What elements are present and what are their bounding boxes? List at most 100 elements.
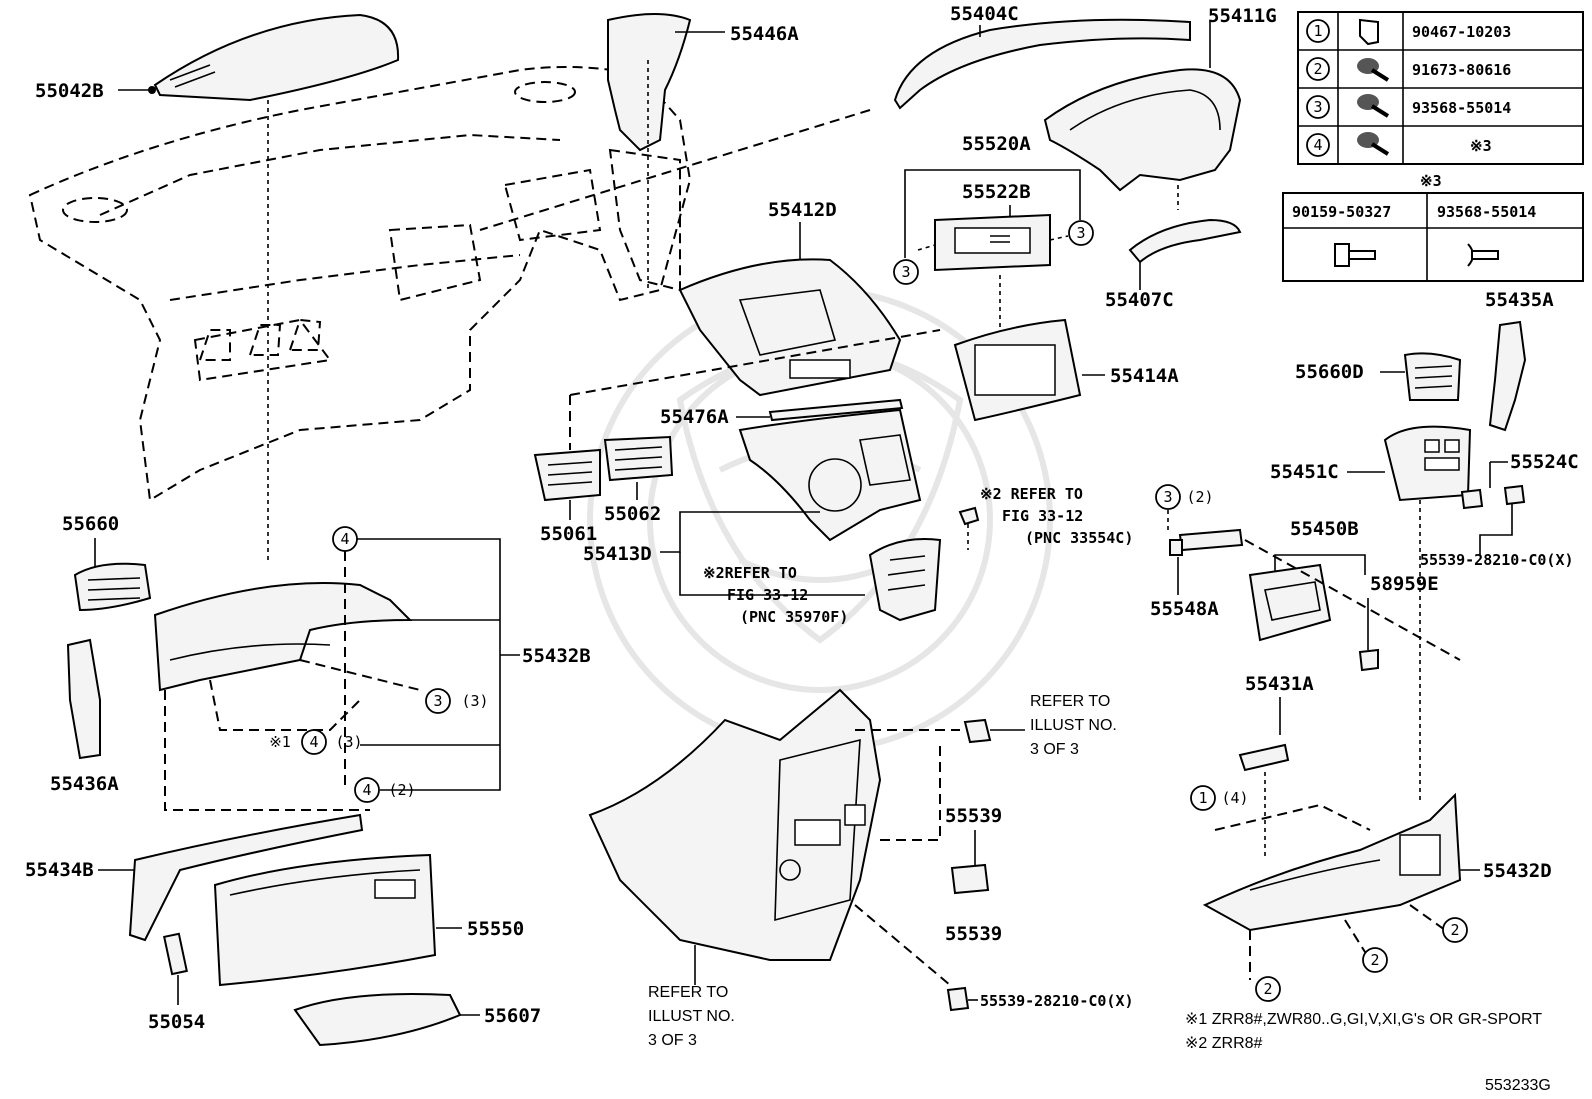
- callout-3-right-text: 3: [1076, 224, 1085, 242]
- callout-4-bottom-text: 4: [362, 781, 371, 799]
- ref4-line3: 3 OF 3: [648, 1032, 697, 1049]
- ref1-line2: FIG 33-12: [1002, 507, 1083, 525]
- callout-4-bottom-qty: (2): [388, 781, 415, 799]
- label-55414a: 55414A: [1110, 365, 1179, 387]
- part-55524c: [1460, 462, 1526, 555]
- callout-2-c: [1442, 917, 1468, 943]
- callout-3-lower-qty: (3): [461, 692, 488, 710]
- callout-4-bottom: [354, 777, 380, 803]
- table-row3-num: 3: [1313, 98, 1322, 116]
- note3-title: ※3: [1420, 172, 1442, 190]
- label-55061: 55061: [540, 523, 597, 545]
- part-center-console: [588, 688, 882, 985]
- label-55539x-bottom: 55539-28210-C0(X): [980, 992, 1134, 1010]
- part-55522b-display: [934, 213, 1051, 272]
- fastener-table: 1 2 3 4 90467-10203 91673-80616 93568-55…: [1297, 11, 1584, 165]
- label-55446a: 55446A: [730, 23, 799, 45]
- leader-console-sw: [880, 740, 941, 841]
- label-55435a: 55435A: [1485, 289, 1554, 311]
- label-55548a: 55548A: [1150, 598, 1219, 620]
- callout-2-b-text: 2: [1370, 951, 1379, 969]
- label-55539-bottom: 55539: [945, 923, 1002, 945]
- table-row1-part: 90467-10203: [1412, 23, 1511, 41]
- label-55411g: 55411G: [1208, 5, 1277, 27]
- part-55431a: [1238, 743, 1290, 772]
- ref1-line1: ※2 REFER TO: [980, 485, 1083, 503]
- label-58959e: 58959E: [1370, 573, 1439, 595]
- label-55412d: 55412D: [768, 199, 837, 221]
- callout-3-lower: [425, 688, 451, 714]
- label-55062: 55062: [604, 503, 661, 525]
- leader-screw-l: [917, 244, 936, 251]
- part-55476a-strip: [768, 398, 904, 422]
- callout-4-mid-qty: (3): [335, 733, 362, 751]
- leader-55432d-top: [1214, 803, 1371, 831]
- part-console-clip: [963, 718, 1025, 744]
- callout-2-a: [1255, 976, 1281, 1002]
- part-55450b: [1248, 563, 1332, 642]
- footnote-1: ※1 ZRR8#,ZWR80..G,GI,V,XI,G's OR GR-SPOR…: [1185, 1011, 1542, 1028]
- leader-console-sw2: [854, 904, 951, 986]
- part-55550-glove-box: [213, 853, 462, 987]
- screw-icon: [1357, 132, 1390, 156]
- ref4-line1: REFER TO: [648, 984, 728, 1001]
- label-55413d: 55413D: [583, 543, 652, 565]
- ref2-line2: FIG 33-12: [727, 586, 808, 604]
- label-55607: 55607: [484, 1005, 541, 1027]
- ref3-line1: REFER TO: [1030, 693, 1110, 710]
- label-55432b: 55432B: [522, 645, 591, 667]
- label-55436a: 55436A: [50, 773, 119, 795]
- part-55061-vent: [533, 448, 601, 502]
- label-55539-top: 55539: [945, 805, 1002, 827]
- part-55054-damper: [163, 932, 188, 1005]
- ref2-line1: ※2REFER TO: [703, 564, 797, 582]
- ref2-line3: (PNC 35970F): [740, 608, 848, 626]
- callout-1-text: 1: [1198, 789, 1207, 807]
- part-55434b: [128, 813, 364, 942]
- part-55412d-center-panel: [678, 258, 902, 397]
- part-55404c-trim: [893, 18, 1191, 110]
- callout-3-right-group-text: 3: [1163, 488, 1172, 506]
- ref4-line2: ILLUST NO.: [648, 1008, 735, 1025]
- leader-55450b-diag: [1244, 539, 1461, 661]
- part-55411g-cluster-hood: [1043, 20, 1242, 192]
- table-row4-part: ※3: [1470, 137, 1492, 155]
- bracket-55432b: [357, 538, 501, 791]
- label-55434b: 55434B: [25, 859, 94, 881]
- leader-screw2-c: [1409, 904, 1446, 931]
- illustration-id: 553233G: [1485, 1077, 1551, 1094]
- clip-icon: [1359, 18, 1379, 46]
- part-55432b-lower-panel: [153, 582, 421, 731]
- label-55476a: 55476A: [660, 406, 729, 428]
- part-55660-vent: [73, 562, 152, 612]
- part-55436a: [66, 638, 101, 760]
- label-55451c: 55451C: [1270, 461, 1339, 483]
- part-55660d-vent: [1403, 352, 1462, 401]
- leader-screw-r: [1049, 235, 1069, 241]
- callout-2-c-text: 2: [1450, 921, 1459, 939]
- table-row1-num: 1: [1313, 22, 1322, 40]
- callout-3-left-text: 3: [901, 263, 910, 281]
- note3-table: ※3 90159-50327 93568-55014: [1282, 172, 1584, 282]
- callout-3-right-group: [1155, 484, 1181, 510]
- part-55539-x-bottom: [946, 986, 978, 1012]
- label-55042b: 55042B: [35, 80, 104, 102]
- table-row2-num: 2: [1313, 60, 1322, 78]
- part-58959e: [1358, 598, 1379, 672]
- part-shift-bezel: [868, 538, 942, 622]
- bracket-55450b: [1274, 554, 1366, 575]
- callout-3-lower-text: 3: [433, 692, 442, 710]
- leader-55404c: [479, 109, 871, 231]
- part-55539-switch: [950, 863, 990, 895]
- note3-col1: 90159-50327: [1292, 203, 1391, 221]
- leader-55413d: [660, 511, 820, 553]
- part-55414a-bezel: [953, 318, 1105, 422]
- bolt-icon: [1467, 243, 1499, 267]
- label-55404c: 55404C: [950, 3, 1019, 25]
- footnote-2: ※2 ZRR8#: [1185, 1035, 1263, 1052]
- callout-4-mid: [301, 729, 327, 755]
- label-55520a: 55520A: [962, 133, 1031, 155]
- label-55432d: 55432D: [1483, 860, 1552, 882]
- label-55450b: 55450B: [1290, 518, 1359, 540]
